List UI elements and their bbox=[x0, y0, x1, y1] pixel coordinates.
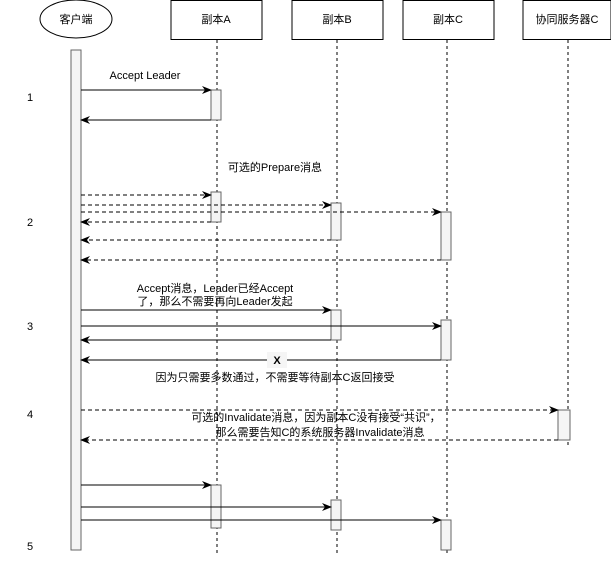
participant-client: 客户端 bbox=[39, 0, 113, 39]
step-4-label: 4 bbox=[27, 409, 33, 421]
activation-server-4 bbox=[557, 409, 571, 441]
message-label-accept-2: 了，那么不需要再向Leader发起 bbox=[137, 294, 292, 308]
activation-a-2 bbox=[210, 191, 222, 223]
x-mark-bg bbox=[267, 352, 287, 368]
message-label-accept-leader: Accept Leader bbox=[110, 70, 181, 82]
step-5-label: 5 bbox=[27, 541, 33, 553]
participant-coordinator: 协同服务器C bbox=[522, 0, 611, 40]
message-label-invalidate-2: 那么需要告知C的系统服务器Invalidate消息 bbox=[215, 425, 424, 439]
x-mark: X bbox=[273, 355, 281, 367]
activation-b-3 bbox=[330, 309, 342, 341]
participant-label: 协同服务器C bbox=[536, 12, 599, 26]
step-3-label: 3 bbox=[27, 321, 33, 333]
activation-c-3 bbox=[440, 319, 452, 361]
message-label-accept-1: Accept消息，Leader已经Accept bbox=[137, 281, 294, 295]
participant-replica-a: 副本A bbox=[170, 0, 263, 40]
activation-b-5 bbox=[330, 499, 342, 531]
participant-label: 副本B bbox=[322, 12, 351, 26]
activation-bars bbox=[210, 89, 571, 551]
message-label-majority: 因为只需要多数通过，不需要等待副本C返回接受 bbox=[156, 370, 395, 384]
participant-label: 客户端 bbox=[60, 12, 93, 26]
participant-label: 副本C bbox=[433, 12, 463, 26]
participant-replica-c: 副本C bbox=[402, 0, 495, 40]
step-2-label: 2 bbox=[27, 217, 33, 229]
activation-a-1 bbox=[210, 89, 222, 121]
activation-b-2 bbox=[330, 202, 342, 241]
participant-replica-b: 副本B bbox=[291, 0, 384, 40]
activation-c-5 bbox=[440, 519, 452, 551]
message-label-invalidate-1: 可选的Invalidate消息，因为副本C没有接受“共识”， bbox=[191, 410, 440, 424]
activation-c-2 bbox=[440, 211, 452, 261]
step-1-label: 1 bbox=[27, 92, 33, 104]
participant-label: 副本A bbox=[201, 12, 231, 26]
message-label-prepare: 可选的Prepare消息 bbox=[228, 160, 322, 174]
lifelines bbox=[216, 40, 569, 555]
client-activation-bar bbox=[70, 49, 82, 551]
